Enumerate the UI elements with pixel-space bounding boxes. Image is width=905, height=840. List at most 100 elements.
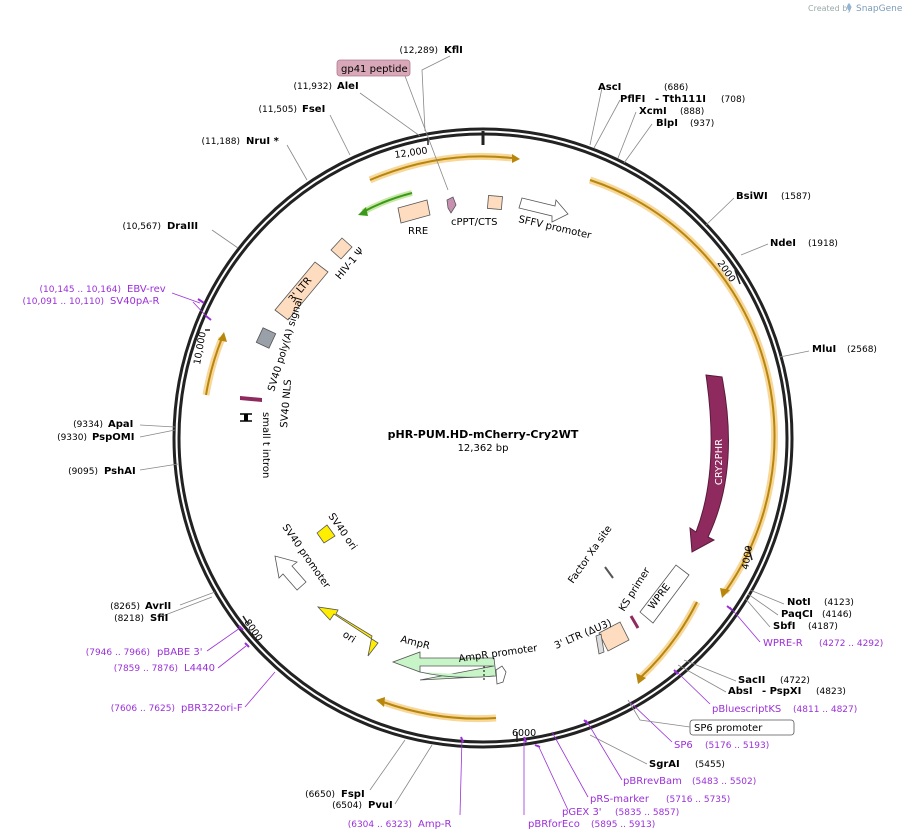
leader-xcmi: [617, 111, 637, 159]
enzyme-nrui: NruI *: [246, 136, 280, 147]
leader-pbr322ori: [244, 671, 276, 708]
enzyme-pshai-pos: (9095): [68, 467, 98, 477]
cppt-feature: cPPT/CTS: [446, 196, 497, 228]
orf-arc-right-head: [720, 588, 730, 598]
leader-sbfi: [744, 597, 771, 628]
green-orf-arc-line: [362, 192, 413, 213]
enzyme-absi: AbsI: [728, 686, 753, 697]
cppt-box: [446, 196, 457, 214]
leader-fsei: [329, 114, 351, 156]
primer-amp-r: Amp-R: [418, 819, 452, 830]
primer-wpre-r: WPRE-R: [763, 638, 803, 649]
ltr3-du3-box: [598, 621, 630, 652]
enzyme-sacii-pos: (4722): [780, 676, 810, 686]
ks-primer-mark: [629, 615, 640, 629]
tick-8000: [242, 615, 249, 625]
orf-arc-right: [588, 176, 779, 595]
enzyme-nrui-pos: (11,188): [201, 137, 240, 147]
primer-ebv-rev-pos: (10,145 .. 10,164): [40, 285, 121, 295]
enzyme-sbfi-pos: (4187): [808, 622, 838, 632]
primer-prs-marker-pos: (5716 .. 5735): [666, 795, 730, 805]
mark-wpre-r: [726, 605, 733, 611]
cry2phr-label: CRY2PHR: [714, 439, 725, 485]
tick-4000: [747, 545, 753, 561]
mark-ebv: [197, 298, 205, 304]
ori-feature: ori: [316, 606, 379, 657]
gp41-callout: gp41 peptide: [336, 59, 449, 191]
leader-sfii: [159, 596, 213, 618]
rre-label: RRE: [408, 226, 428, 237]
enzyme-tth111i-pos: (708): [721, 95, 745, 105]
ampr-promoter-arrow: [495, 665, 507, 685]
enzyme-alei: AleI: [337, 81, 359, 92]
hiv1-box: [330, 237, 353, 260]
primer-sv40pa-r-pos: (10,091 .. 10,110): [23, 297, 104, 307]
leader-pbluescriptks: [676, 671, 711, 705]
orf-arc-wpre-line: [639, 601, 698, 679]
enzyme-kfli-pos: (12,289): [399, 46, 438, 56]
primer-prs-marker: pRS-marker: [590, 794, 650, 805]
mark-pbrforeco: [523, 736, 527, 743]
cry2phr-arrow: [689, 374, 729, 553]
leader-draiii: [211, 229, 239, 249]
leader-prs-marker: [551, 731, 589, 798]
enzyme-sgrai: SgrAI: [649, 759, 680, 770]
enzyme-paqci-pos: (4146): [822, 610, 852, 620]
enzyme-ndei-pos: (1918): [808, 239, 838, 249]
leader-pvui: [394, 744, 433, 805]
factor-xa-feature: Factor Xa site: [566, 524, 614, 586]
primer-pbrforeco-pos: (5895 .. 5913): [591, 820, 655, 830]
leader-pflfi: [593, 99, 621, 149]
factor-xa-label: Factor Xa site: [566, 524, 614, 586]
mark-sv40pa: [205, 315, 212, 321]
primer-ebv-rev: EBV-rev: [127, 284, 166, 295]
enzyme-kfli: KflI: [444, 45, 463, 56]
ltr3-du3-small: [595, 633, 605, 655]
primer-sp6: SP6: [674, 740, 693, 751]
rre-feature: RRE: [397, 199, 431, 237]
tick-label-8000: 8000: [242, 617, 265, 643]
ltr3-du3-feature: 3' LTR (ΔU3): [553, 618, 630, 655]
rre-box: [397, 199, 431, 224]
ltr3-box: [274, 261, 329, 321]
leader-mlui: [779, 350, 810, 358]
leader-blpi: [623, 123, 653, 164]
leader-kfli: [421, 55, 451, 132]
orf-arcs: [202, 152, 779, 723]
sv40nls-mark: [240, 396, 262, 402]
enzyme-xcmi-pos: (888): [680, 107, 704, 117]
gp41-leader: [404, 75, 449, 191]
enzyme-sgrai-pos: (5455): [695, 760, 725, 770]
factor-xa-mark: [604, 566, 614, 579]
primer-pbrrevbam-pos: (5483 .. 5502): [692, 777, 756, 787]
green-orf-arc-head: [358, 207, 368, 216]
ampr-arrow-lower: [419, 671, 495, 678]
primer-pgex3-pos: (5835 .. 5857): [615, 808, 679, 818]
enzyme-bsiwi-pos: (1587): [781, 192, 811, 202]
enzyme-noti: NotI: [787, 597, 811, 608]
leader-bsiwi: [705, 197, 735, 226]
primer-pbrforeco: pBRforEco: [528, 819, 580, 830]
orf-arc-top-head: [512, 154, 520, 163]
ori-arrow: [316, 606, 379, 657]
enzyme-avrii-pos: (8265): [110, 602, 140, 612]
mark-pbabe: [238, 625, 244, 631]
primer-sp6-pos: (5176 .. 5193): [705, 741, 769, 751]
orf-arc-bottom-line: [382, 701, 497, 720]
primer-wpre-r-pos: (4272 .. 4292): [819, 639, 883, 649]
leader-asci: [589, 87, 603, 146]
sv40ori-feature: SV40 ori: [316, 511, 359, 552]
enzyme-sfii: SfiI: [150, 613, 168, 624]
hiv1-feature: HIV-1 Ψ: [330, 237, 367, 282]
tick-label-4000: 4000: [740, 545, 755, 571]
sffv-feature: SFFV promoter: [517, 197, 593, 242]
enzyme-pflfi: PflFI: [620, 94, 645, 105]
enzyme-mlui: MluI: [812, 344, 836, 355]
primer-pbr322ori-f: pBR322ori-F: [181, 703, 243, 714]
small-t-label: small t intron: [260, 412, 271, 478]
enzyme-sfii-pos: (8218): [114, 614, 144, 624]
primer-pbr322ori-f-pos: (7606 .. 7625): [111, 704, 175, 714]
ampr-promoter-feature: AmpR promoter: [458, 643, 539, 685]
enzyme-bsiwi: BsiWI: [736, 191, 768, 202]
sp6-promoter-box: [689, 719, 795, 736]
